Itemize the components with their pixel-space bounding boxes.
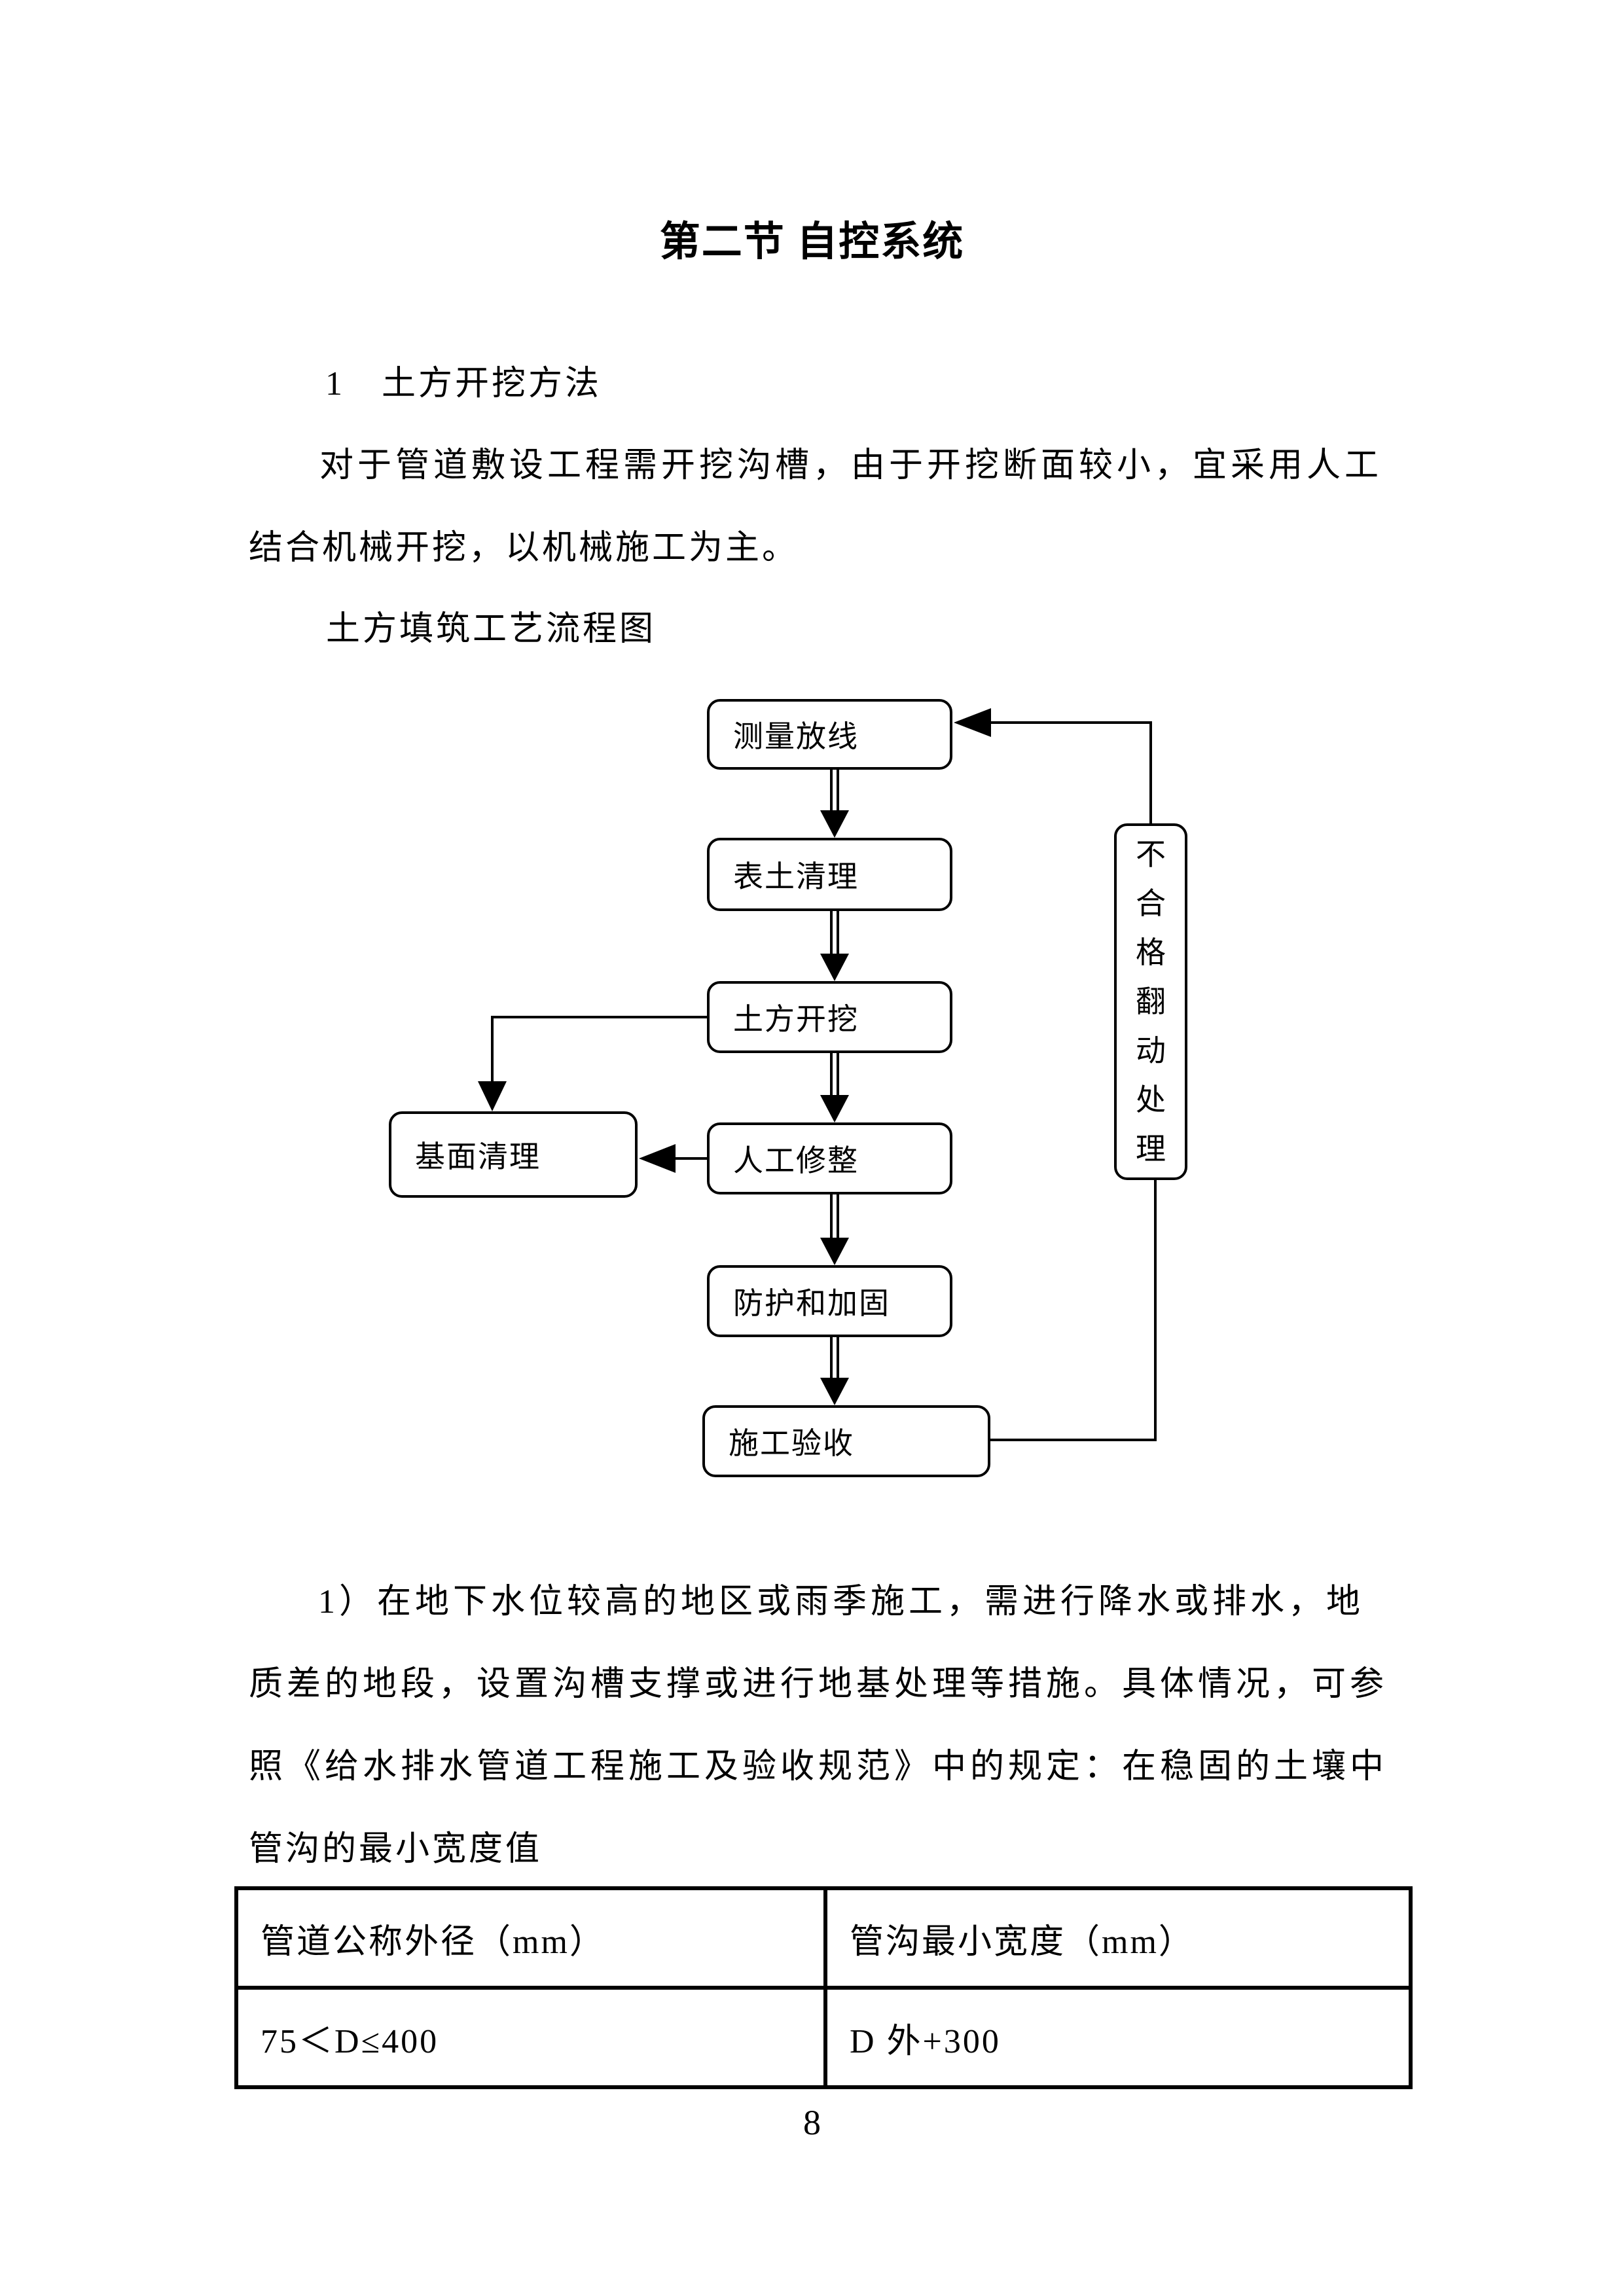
flow-box-label: 人工修整 [733,1144,859,1177]
flow-line-acceptance-to-rework [990,1180,1157,1441]
flow-box-manual-trimming: 人工修整 [707,1122,952,1194]
trench-width-table: 管道公称外径（mm） 管沟最小宽度（mm） 75＜D≤400 D 外+300 [234,1886,1413,2089]
flow-box-protection-reinforcement: 防护和加固 [707,1265,952,1337]
flow-box-label: 不合格翻动处理 [1136,838,1166,1166]
flow-arrow-excavation-to-trimming [820,1053,849,1122]
flowchart-caption: 土方填筑工艺流程图 [326,611,657,648]
flow-arrow-topsoil-to-excavation [820,911,849,981]
paragraph-line: 管沟的最小宽度值 [249,1831,543,1868]
paragraph-line: 照《给水排水管道工程施工及验收规范》中的规定：在稳固的土壤中 [249,1748,1388,1785]
flow-arrow-trimming-to-protection [820,1194,849,1265]
flow-box-label: 测量放线 [733,720,859,753]
table-cell-width-formula: D 外+300 [823,1986,1413,2089]
flow-arrow-excavation-to-base [478,1016,707,1111]
flow-arrow-survey-to-topsoil [820,770,849,838]
page-number: 8 [803,2103,821,2142]
flow-box-rework-handling: 不合格翻动处理 [1114,823,1187,1180]
section-heading: 1 土方开挖方法 [325,365,602,403]
flow-box-label: 表土清理 [733,860,859,893]
flow-box-earth-excavation: 土方开挖 [707,981,952,1053]
flow-box-topsoil-clearing: 表土清理 [707,838,952,911]
flow-box-survey-layout: 测量放线 [707,699,952,770]
table-row: 75＜D≤400 D 外+300 [234,1986,1413,2089]
flow-arrow-trimming-to-base [639,1144,707,1173]
flow-box-label: 防护和加固 [733,1287,890,1320]
table-header-row: 管道公称外径（mm） 管沟最小宽度（mm） [234,1886,1413,1990]
flow-box-construction-acceptance: 施工验收 [702,1405,990,1477]
flow-box-base-surface-cleaning: 基面清理 [389,1111,638,1198]
table-header-pipe-diameter: 管道公称外径（mm） [234,1886,827,1990]
flow-box-label: 基面清理 [415,1140,541,1174]
page-title: 第二节 自控系统 [659,220,965,264]
table-cell-diameter-range: 75＜D≤400 [234,1986,827,2089]
table-header-trench-width: 管沟最小宽度（mm） [823,1886,1413,1990]
flow-arrow-protection-to-acceptance [820,1337,849,1405]
paragraph-line: 1）在地下水位较高的地区或雨季施工，需进行降水或排水，地 [318,1583,1365,1621]
paragraph-line: 结合机械开挖，以机械施工为主。 [249,529,799,567]
paragraph-line: 质差的地段，设置沟槽支撑或进行地基处理等措施。具体情况，可参 [249,1666,1388,1703]
flow-box-label: 土方开挖 [733,1003,859,1036]
flow-box-label: 施工验收 [729,1427,854,1460]
paragraph-line: 对于管道敷设工程需开挖沟槽，由于开挖断面较小，宜采用人工 [319,447,1383,484]
flow-arrow-rework-to-survey [954,708,1152,823]
